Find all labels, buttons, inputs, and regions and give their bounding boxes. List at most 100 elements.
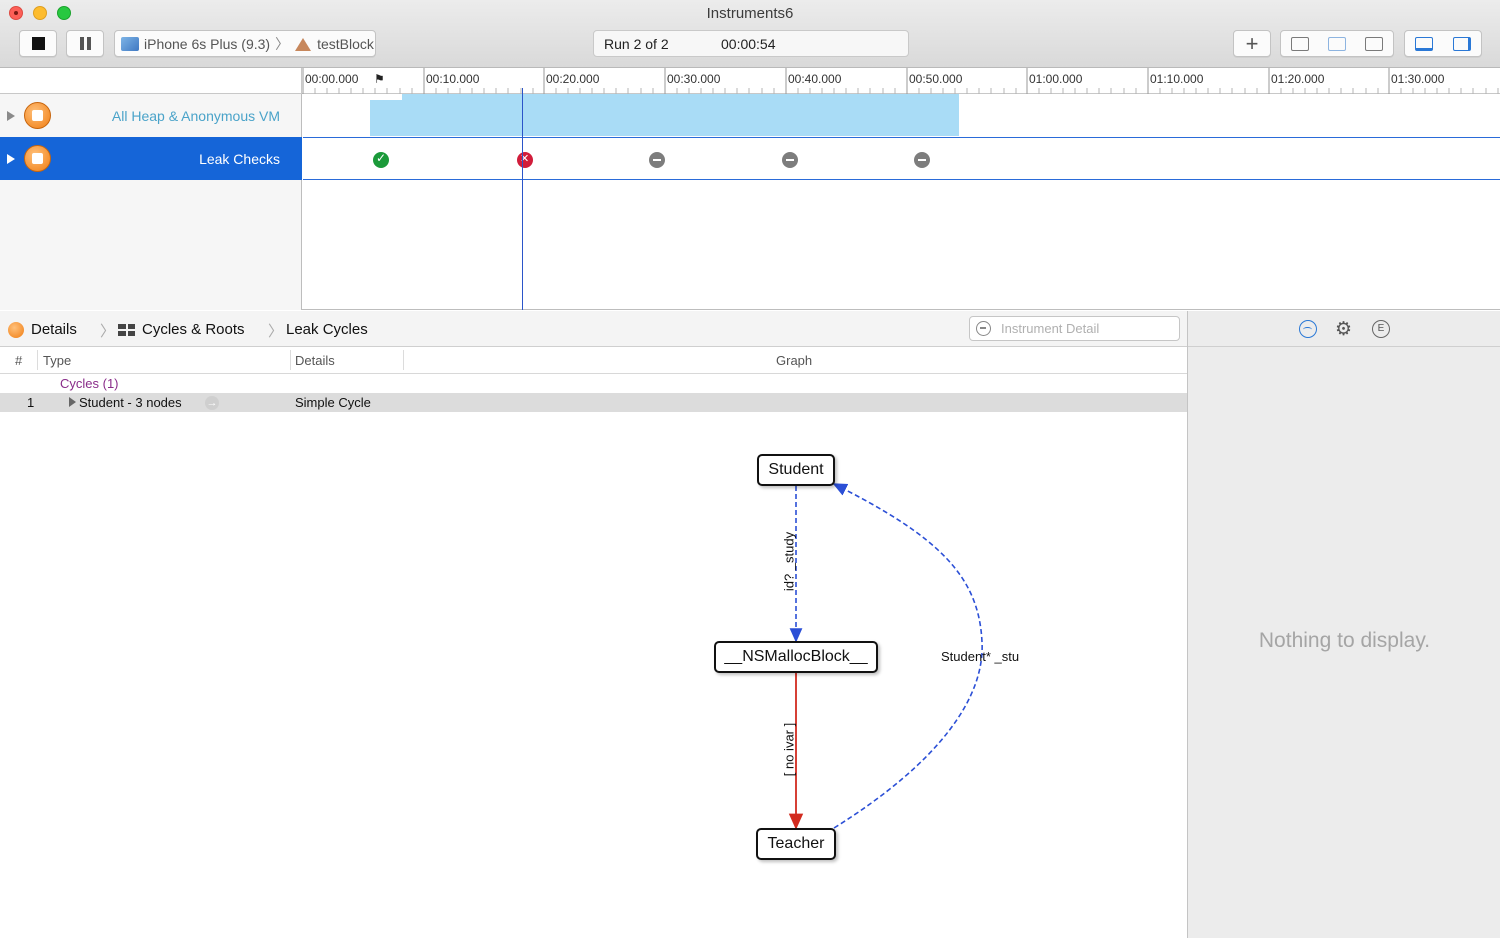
- ruler-tick-label: 01:30.000: [1391, 72, 1445, 86]
- ruler-tick-label: 01:20.000: [1271, 72, 1325, 86]
- instrument-detail-search[interactable]: [969, 316, 1180, 341]
- instrument-list: All Heap & Anonymous VM Leak Checks: [0, 94, 302, 310]
- graph-edges: [788, 483, 983, 830]
- column-divider[interactable]: [37, 350, 38, 370]
- crumb-label: Details: [31, 321, 77, 338]
- edge-label-study: id? _study: [781, 531, 797, 592]
- record-settings-tab-icon[interactable]: [1299, 320, 1317, 338]
- grid-view-icon[interactable]: [1365, 36, 1384, 51]
- playhead[interactable]: [522, 88, 523, 310]
- column-header-graph[interactable]: Graph: [776, 353, 813, 368]
- ruler-ticks: [302, 68, 1499, 94]
- run-status: Run 2 of 2 00:00:54: [593, 30, 909, 57]
- node-teacher[interactable]: Teacher: [756, 828, 836, 860]
- edge-label-no-ivar: [ no ivar ]: [781, 722, 797, 777]
- go-to-arrow-icon[interactable]: →: [205, 396, 219, 410]
- add-instrument-button[interactable]: +: [1233, 30, 1271, 57]
- column-header-number[interactable]: #: [15, 353, 23, 368]
- extended-detail-tab-icon[interactable]: E: [1372, 320, 1390, 338]
- no-new-leaks-icon[interactable]: [782, 152, 798, 168]
- row-number: 1: [27, 395, 35, 410]
- cycles-group-row[interactable]: Cycles (1): [0, 375, 1187, 393]
- search-input[interactable]: [1001, 321, 1171, 336]
- crumb-leak-cycles[interactable]: Leak Cycles: [286, 321, 368, 338]
- start-flag-icon: ⚑: [374, 72, 385, 86]
- gear-icon[interactable]: ⚙: [1335, 319, 1353, 340]
- view-mode-control[interactable]: [1280, 30, 1394, 57]
- ruler-tick-label: 01:10.000: [1150, 72, 1204, 86]
- group-label: Cycles (1): [60, 376, 119, 391]
- window-title: Instruments6: [706, 5, 794, 22]
- disclosure-triangle-icon[interactable]: [7, 153, 15, 164]
- allocations-instrument-icon: [24, 102, 51, 129]
- inspector-pane: ⚙ E Nothing to display.: [1187, 311, 1500, 938]
- leaks-instrument-icon: [8, 321, 24, 338]
- ruler-tick-label: 00:20.000: [546, 72, 600, 86]
- device-icon: [121, 36, 139, 51]
- ruler-tick-label: 00:40.000: [788, 72, 842, 86]
- pause-recording-button[interactable]: [66, 30, 104, 57]
- table-header: # Type Details Graph: [0, 347, 1187, 374]
- column-divider[interactable]: [403, 350, 404, 370]
- column-divider[interactable]: [290, 350, 291, 370]
- heap-graph-ramp: [370, 100, 402, 136]
- detail-panel-toggle-icon[interactable]: [1415, 36, 1433, 51]
- edge-stu: [832, 483, 983, 829]
- heap-graph-fill: [402, 94, 959, 136]
- ruler-tick-label: 01:00.000: [1029, 72, 1083, 86]
- leak-found-icon[interactable]: [517, 152, 533, 168]
- node-student[interactable]: Student: [757, 454, 835, 486]
- stop-recording-button[interactable]: [19, 30, 57, 57]
- disclosure-triangle-icon[interactable]: [7, 110, 15, 121]
- node-nsmallocblock[interactable]: __NSMallocBlock__: [714, 641, 878, 673]
- close-window-button[interactable]: [9, 6, 23, 20]
- panel-toggle-control[interactable]: [1404, 30, 1482, 57]
- list-view-icon[interactable]: [1327, 36, 1346, 51]
- row-type: Student - 3 nodes: [79, 395, 182, 410]
- crumb-label: Cycles & Roots: [142, 321, 245, 338]
- empty-inspector-message: Nothing to display.: [1258, 629, 1431, 652]
- plus-icon: +: [1245, 30, 1259, 56]
- target-label: testBlock: [317, 35, 374, 52]
- table-row[interactable]: 1 Student - 3 nodes → Simple Cycle: [0, 393, 1187, 412]
- grid-icon: [118, 323, 135, 336]
- jump-bar: Details 〉 Cycles & Roots 〉 Leak Cycles: [0, 311, 1187, 347]
- crumb-label: Leak Cycles: [286, 321, 368, 338]
- instrument-tracks: All Heap & Anonymous VM Leak Checks: [0, 94, 1500, 310]
- column-header-details[interactable]: Details: [295, 353, 335, 368]
- leak-check-passed-icon[interactable]: [373, 151, 389, 168]
- chevron-right-icon: 〉: [268, 323, 284, 340]
- no-new-leaks-icon[interactable]: [649, 152, 665, 168]
- track-leak-checks[interactable]: Leak Checks: [0, 137, 302, 180]
- filter-icon: [976, 321, 991, 336]
- ruler-tick-label: 00:30.000: [667, 72, 721, 86]
- track-all-heap[interactable]: All Heap & Anonymous VM: [0, 94, 302, 137]
- pause-icon: [79, 37, 91, 50]
- leak-checks-lane[interactable]: [303, 137, 1500, 180]
- inspector-tabs: ⚙ E: [1188, 311, 1500, 347]
- track-label: Leak Checks: [199, 150, 280, 167]
- target-selector[interactable]: iPhone 6s Plus (9.3) 〉 testBlock: [114, 30, 376, 57]
- app-icon: [294, 37, 312, 51]
- heap-lane[interactable]: [303, 94, 1500, 137]
- ruler-tick-label: 00:50.000: [909, 72, 963, 86]
- ruler-tick-label: 00:00.000: [305, 72, 359, 86]
- crumb-cycles-roots[interactable]: Cycles & Roots: [118, 321, 245, 338]
- window-toolbar: Instruments6 iPhone 6s Plus (9.3) 〉 test…: [0, 0, 1500, 68]
- leaks-instrument-icon: [24, 145, 51, 172]
- no-new-leaks-icon[interactable]: [914, 152, 930, 168]
- timeline-ruler[interactable]: 00:00.000 00:10.000 00:20.000 00:30.000 00:4…: [0, 68, 1500, 94]
- elapsed-time: 00:00:54: [721, 36, 776, 52]
- device-label: iPhone 6s Plus (9.3): [144, 35, 271, 52]
- chevron-right-icon: 〉: [100, 323, 116, 340]
- disclosure-triangle-icon[interactable]: [69, 397, 76, 407]
- minimize-window-button[interactable]: [33, 6, 47, 20]
- crumb-details[interactable]: Details: [8, 321, 77, 338]
- stop-icon: [31, 37, 45, 50]
- zoom-window-button[interactable]: [57, 6, 71, 20]
- track-label: All Heap & Anonymous VM: [111, 107, 280, 124]
- column-header-type[interactable]: Type: [43, 353, 72, 368]
- ruler-tick-label: 00:10.000: [426, 72, 480, 86]
- inspector-toggle-icon[interactable]: [1453, 36, 1471, 51]
- record-settings-icon[interactable]: [1290, 36, 1309, 51]
